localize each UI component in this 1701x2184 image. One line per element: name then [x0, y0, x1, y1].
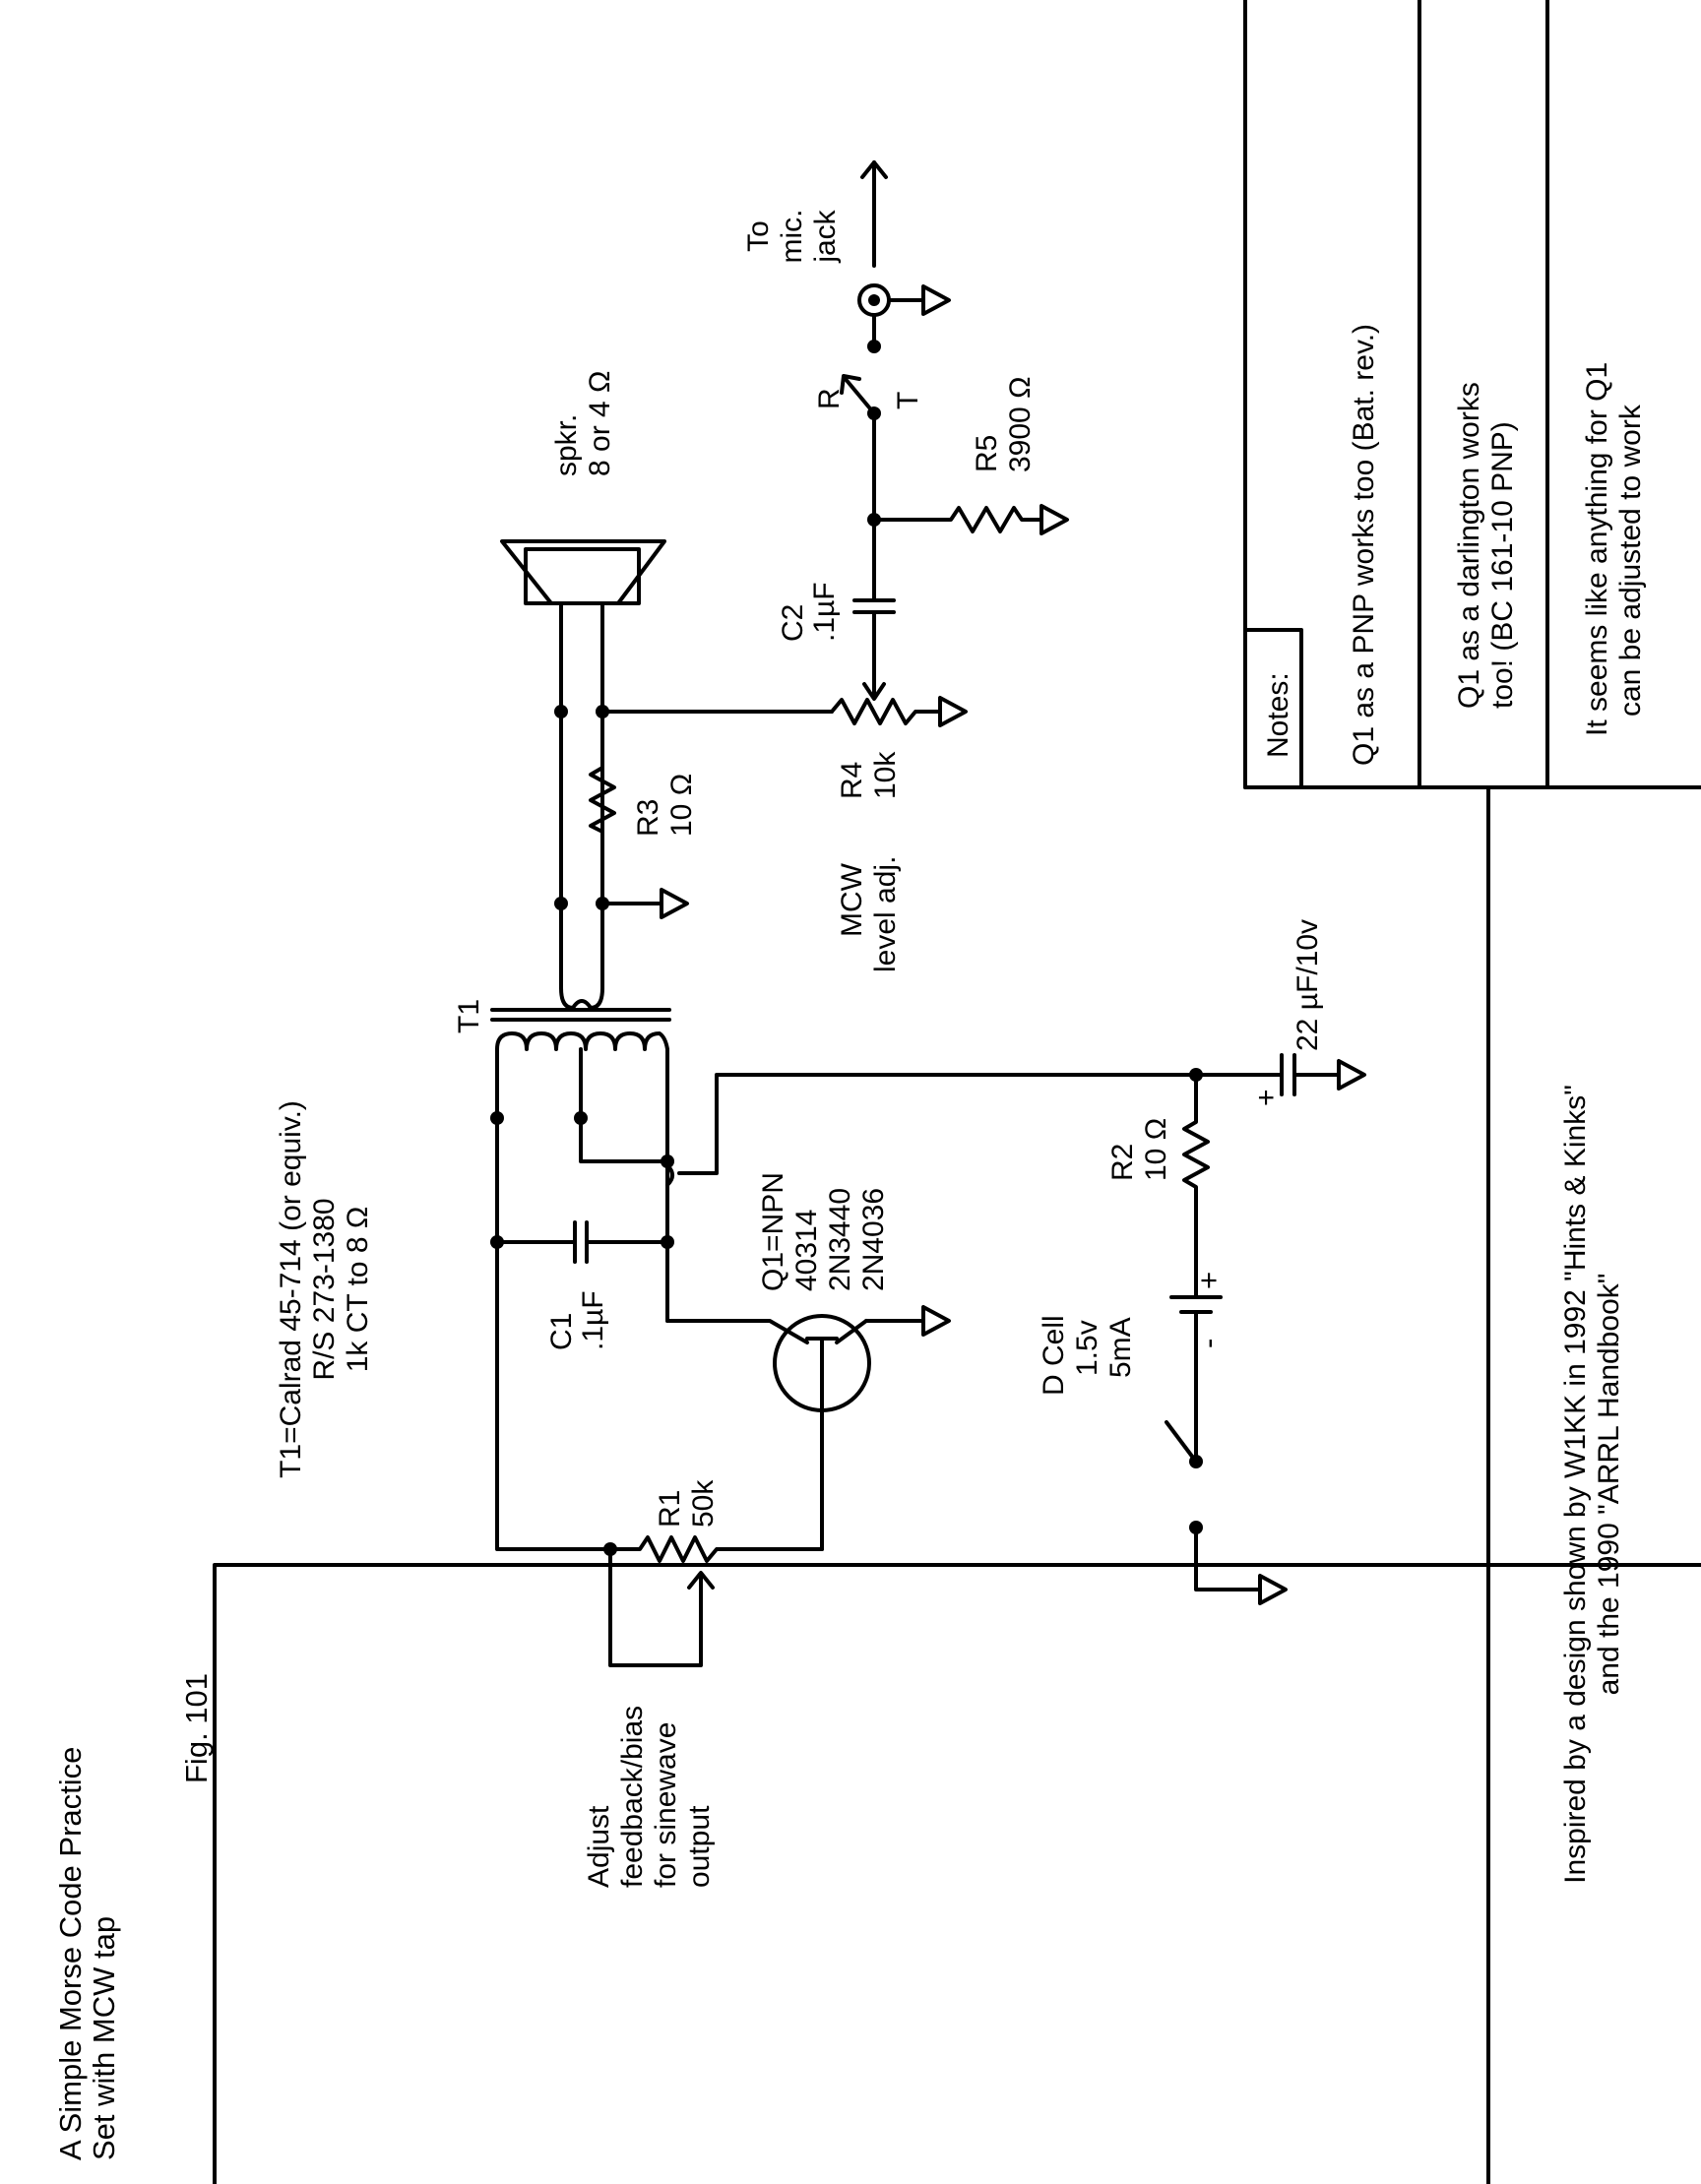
r3-ref: R3: [632, 799, 664, 837]
r2-ref: R2: [1106, 1144, 1139, 1181]
potentiometer-r4: [830, 628, 968, 727]
r4-value: 10k: [869, 751, 902, 799]
c1-value: .1µF: [577, 1290, 609, 1350]
note-2-line2: too! (BC 161-10 PNP): [1486, 421, 1519, 709]
q1-type: Q1=NPN: [757, 1172, 789, 1291]
note-3-line2: can be adjusted to work: [1614, 404, 1647, 717]
c1-ref: C1: [545, 1313, 578, 1350]
c2-ref: C2: [777, 604, 809, 642]
mic-jack: [857, 283, 951, 317]
resistor-r3: [589, 710, 616, 905]
notes-box: [1243, 0, 1701, 2184]
switch-rt: [840, 313, 881, 420]
battery-minus: -: [1191, 1339, 1226, 1348]
c3-value: 22 µF/10v: [1292, 919, 1324, 1051]
transistor-q1: [665, 1305, 951, 1551]
resistor-r5: [867, 504, 1069, 535]
supply-wire: [677, 1073, 1198, 1175]
adjust-note-3: for sinewave: [650, 1722, 682, 1888]
arrow-to-mic: [860, 160, 888, 268]
c3-plus: +: [1250, 1089, 1283, 1106]
wire-hop: [665, 1159, 674, 1187]
junction: [574, 1111, 588, 1125]
battery-plus: +: [1191, 1272, 1226, 1289]
speaker-symbol: [500, 539, 666, 605]
adjust-note-4: output: [683, 1805, 716, 1888]
capacitor-22uf: [1194, 1053, 1366, 1096]
r4-note2: level adj.: [869, 856, 902, 972]
capacitor-c1: [490, 1220, 674, 1264]
r1-ref: R1: [654, 1490, 686, 1528]
primary-left-wire: [495, 1047, 612, 1551]
adjust-note-1: Adjust: [583, 1805, 615, 1888]
battery-d-cell: [1169, 1233, 1223, 1468]
title-box: [213, 1563, 1701, 2184]
adjust-note-2: feedback/bias: [616, 1706, 649, 1888]
note-2-line1: Q1 as a darlington works: [1453, 382, 1485, 709]
c2-value: .1µF: [808, 582, 841, 642]
center-tap-wire: [579, 1047, 669, 1163]
capacitor-c2: [852, 411, 896, 632]
t1-spec-line1: T1=Calrad 45-714 (or equiv.): [275, 1100, 307, 1478]
junction: [554, 897, 568, 910]
r4-ref: R4: [836, 762, 868, 799]
mic-label-1: To: [742, 220, 775, 252]
junction: [554, 705, 568, 718]
q1-part3: 2N4036: [857, 1188, 890, 1291]
transformer-t1: [490, 1008, 671, 1051]
q1-part2: 2N3440: [824, 1188, 856, 1291]
potentiometer-r1: [603, 1535, 750, 1667]
telegraph-key-switch: [1165, 1420, 1288, 1605]
note-1: Q1 as a PNP works too (Bat. rev.): [1348, 324, 1380, 766]
r5-ref: R5: [971, 435, 1003, 472]
mic-label-3: jack: [809, 209, 842, 263]
transformer-secondary: [559, 986, 604, 1010]
ground-r3: [600, 888, 689, 919]
battery-line2: 1.5v: [1071, 1320, 1103, 1376]
notes-header: Notes:: [1262, 672, 1294, 758]
t1-spec-line2: R/S 273-1380: [308, 1198, 341, 1380]
credit-line1: Inspired by a design shown by W1KK in 19…: [1559, 1085, 1592, 1884]
battery-line1: D Cell: [1038, 1315, 1070, 1396]
speaker-label-2: 8 or 4 Ω: [584, 371, 616, 476]
r4-note1: MCW: [836, 862, 868, 937]
r3-value: 10 Ω: [665, 774, 698, 837]
resistor-r2: [1182, 1073, 1210, 1237]
title-line1: A Simple Morse Code Practice: [53, 1747, 88, 2160]
figure-number: Fig. 101: [179, 1673, 214, 1783]
junction: [596, 897, 609, 910]
r2-value: 10 Ω: [1140, 1118, 1172, 1181]
mic-label-2: mic.: [776, 210, 808, 264]
battery-line3: 5mA: [1104, 1317, 1137, 1378]
t1-label: T1: [453, 999, 485, 1033]
switch-t-label: T: [892, 392, 924, 409]
r1-value: 50k: [687, 1479, 720, 1528]
speaker-label-1: spkr.: [550, 414, 583, 476]
note-3-line1: It seems like anything for Q1: [1581, 362, 1613, 736]
r5-value: 3900 Ω: [1004, 377, 1037, 473]
credit-line2: and the 1990 "ARRL Handbook": [1593, 1274, 1625, 1696]
title-line2: Set with MCW tap: [87, 1916, 121, 2160]
q1-part1: 40314: [790, 1210, 823, 1291]
t1-spec-line3: 1k CT to 8 Ω: [342, 1207, 374, 1373]
switch-r-label: R: [813, 388, 846, 409]
